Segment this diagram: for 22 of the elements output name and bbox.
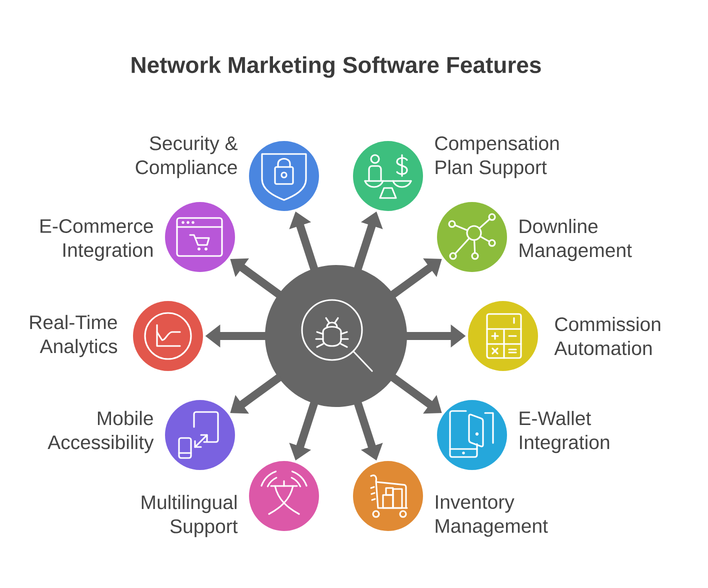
feature-label: Downline Management xyxy=(520,218,632,262)
hub-circle xyxy=(265,265,407,407)
feature-circle xyxy=(353,141,423,211)
feature-circle xyxy=(468,301,538,371)
title: Network Marketing Software Features xyxy=(132,56,541,78)
feature-label: E-Commerce Integration xyxy=(40,219,153,261)
feature-circle xyxy=(165,400,235,470)
feature-circle xyxy=(165,202,235,272)
feature-circle xyxy=(249,461,319,531)
feature-circle xyxy=(353,461,423,531)
feature-circle xyxy=(437,400,507,470)
feature-label: Multilingual Support xyxy=(142,494,238,538)
feature-label: Mobile Accessibility xyxy=(48,410,154,454)
feature-circle xyxy=(133,301,203,371)
feature-label: Security & Compliance xyxy=(136,136,238,178)
feature-circle xyxy=(437,202,507,272)
feature-circle xyxy=(249,141,319,211)
feature-label: Inventory Management xyxy=(436,495,548,537)
feature-label: Real-Time Analytics xyxy=(30,314,118,358)
feature-label: Compensation Plan Support xyxy=(435,136,559,178)
feature-label: Commission Automation xyxy=(554,316,660,356)
feature-label: E-Wallet Integration xyxy=(520,410,610,454)
